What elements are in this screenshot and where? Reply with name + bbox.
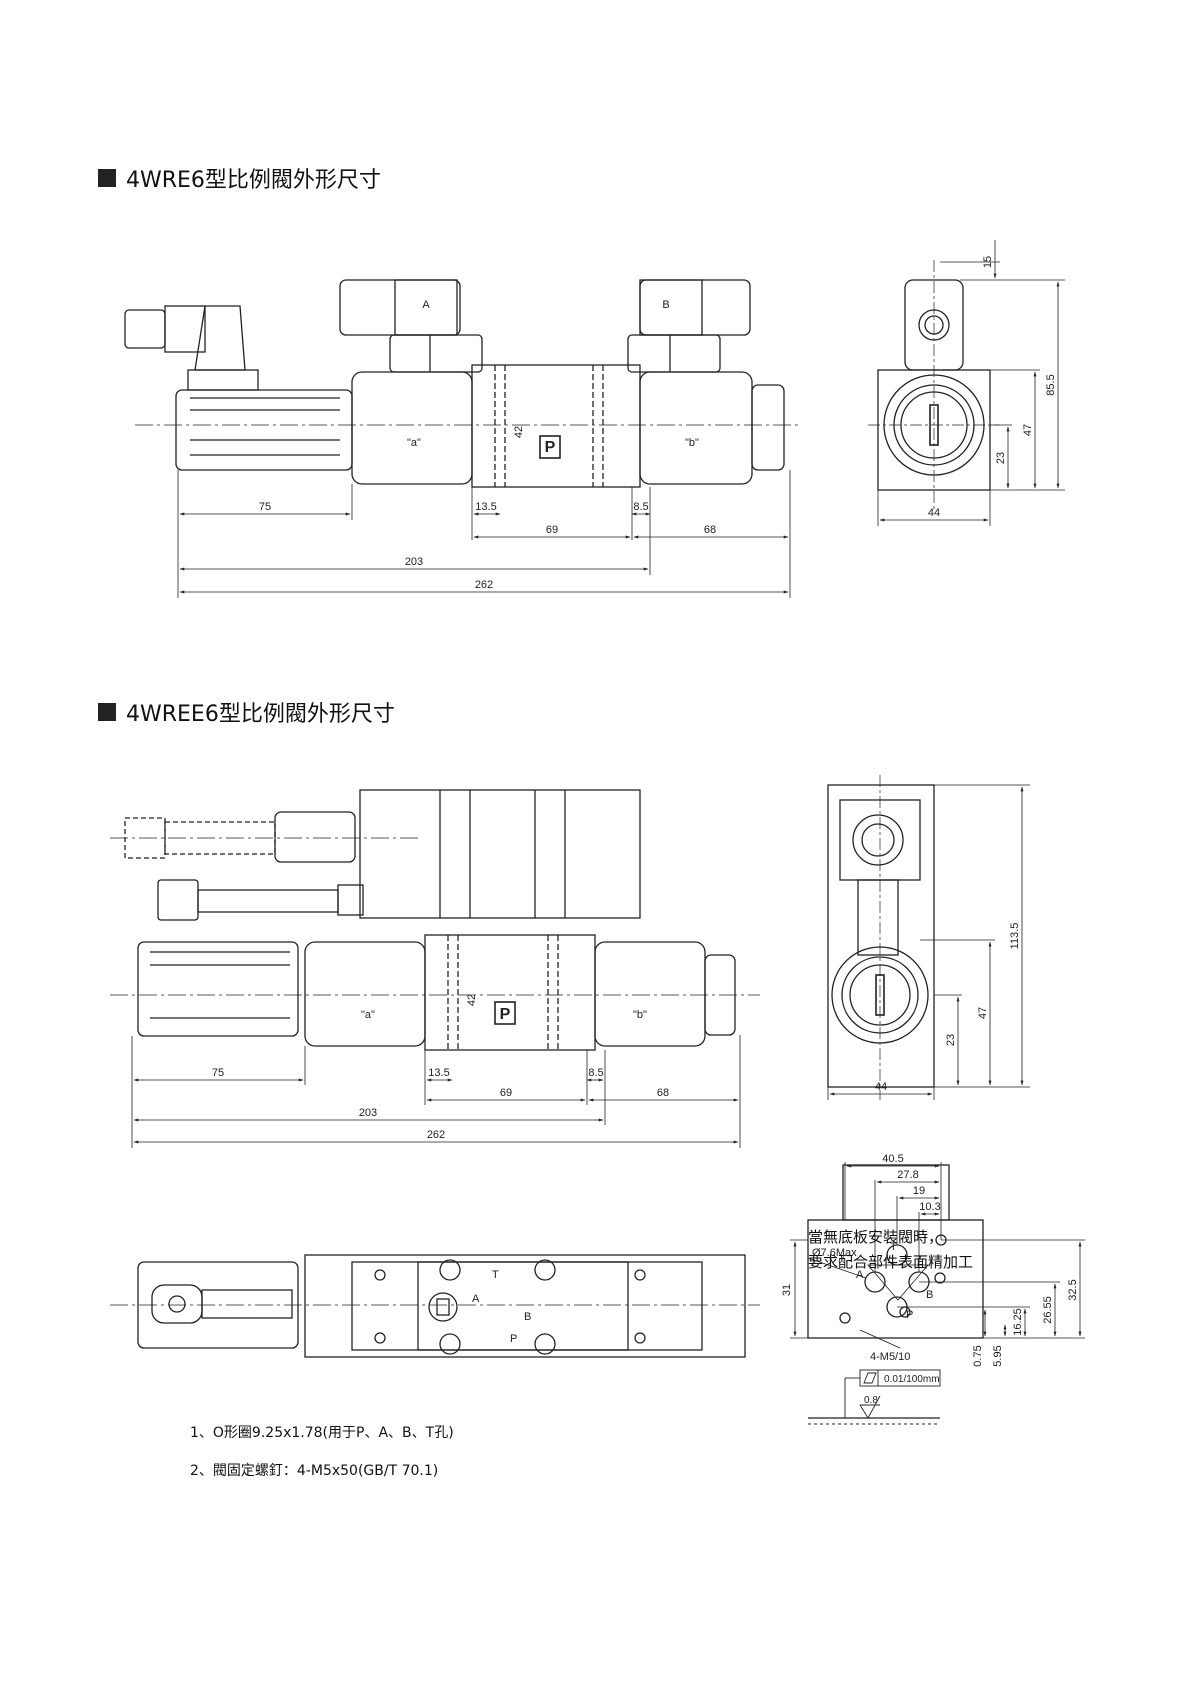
section-title-text: 4WREE6型比例閥外形尺寸 (126, 702, 395, 727)
wre6-dimension-lines (177, 470, 791, 598)
solenoid-label-a: "a" (361, 1009, 375, 1021)
dim-203: 203 (405, 556, 423, 568)
dim-262: 262 (427, 1129, 445, 1141)
solenoid-label-b: "b" (685, 437, 699, 449)
dim-262: 262 (475, 579, 493, 591)
mount-dim-16-25: 16.25 (1012, 1308, 1024, 1336)
mount-port-b: B (926, 1289, 933, 1301)
side-dim-44: 44 (928, 507, 940, 519)
coil-label-b: B (662, 299, 669, 311)
flatness-symbol (808, 1369, 941, 1425)
wree6-side-dimensions (827, 784, 1030, 1100)
side-dim-47: 47 (1022, 424, 1034, 436)
mount-dim-10-3: 10.3 (919, 1201, 940, 1213)
port-b: B (524, 1311, 531, 1323)
wree6-dimension-lines (131, 1035, 741, 1148)
brand-p-label: P (500, 1006, 511, 1023)
dim-203: 203 (359, 1107, 377, 1119)
dim-42: 42 (513, 426, 525, 438)
side-dim-44: 44 (875, 1081, 887, 1093)
dim-75: 75 (259, 501, 271, 513)
flatness-value: 0.01/100mm (884, 1374, 940, 1385)
mount-dim-27-8: 27.8 (897, 1169, 918, 1181)
wre6-side-view (868, 260, 1000, 510)
side-dim-15: 15 (982, 256, 994, 268)
mount-dimension-lines (790, 1162, 1085, 1349)
side-dim-113-5: 113.5 (1009, 923, 1021, 950)
dim-69: 69 (546, 524, 558, 536)
mount-hole-dim: Ø7.6Max (812, 1247, 857, 1259)
port-a: A (472, 1293, 480, 1305)
note-2: 2、閥固定螺釘：4-M5x50(GB/T 70.1) (190, 1463, 439, 1479)
dim-68: 68 (704, 524, 716, 536)
side-dim-47: 47 (977, 1007, 989, 1019)
mount-port-a: A (856, 1269, 864, 1281)
coil-label-a: A (422, 299, 430, 311)
section-title-wre6: 4WRE6型比例閥外形尺寸 (98, 162, 381, 194)
dim-68: 68 (657, 1087, 669, 1099)
mount-dim-26-55: 26.55 (1042, 1296, 1054, 1324)
port-p: P (510, 1333, 517, 1345)
mount-dim-32-5: 32.5 (1067, 1279, 1079, 1300)
dim-69: 69 (500, 1087, 512, 1099)
mount-dim-0-75: 0.75 (972, 1345, 984, 1366)
side-dim-23: 23 (945, 1034, 957, 1046)
section-title-wree6: 4WREE6型比例閥外形尺寸 (98, 696, 395, 728)
wree6-side-view (827, 775, 935, 1100)
mount-port-p: P (906, 1309, 913, 1321)
square-bullet-icon (98, 169, 116, 187)
solenoid-label-a: "a" (407, 437, 421, 449)
dim-8-5: 8.5 (588, 1067, 603, 1079)
mount-dim-31: 31 (781, 1284, 793, 1296)
wre6-side-dimensions (877, 240, 1065, 526)
wree6-front-view (110, 789, 760, 1051)
solenoid-label-b: "b" (633, 1009, 647, 1021)
roughness-value: 0.8 (864, 1395, 878, 1406)
wre6-front-view (124, 279, 800, 488)
port-t: T (492, 1269, 499, 1281)
side-dim-85-5: 85.5 (1045, 374, 1057, 395)
caption-line-1: 當無底板安裝閥時， (808, 1228, 944, 1246)
dim-8-5: 8.5 (633, 501, 648, 513)
mount-dim-5-95: 5.95 (992, 1345, 1004, 1366)
side-dim-23: 23 (995, 452, 1007, 464)
dim-13-5: 13.5 (428, 1067, 449, 1079)
mounting-caption: 當無底板安裝閥時， 要求配合部件表面精加工 (808, 1225, 973, 1275)
mount-screw-dim: 4-M5/10 (870, 1351, 910, 1363)
caption-line-2: 要求配合部件表面精加工 (808, 1253, 974, 1271)
brand-p-label: P (545, 439, 556, 456)
section-title-text: 4WRE6型比例閥外形尺寸 (126, 168, 381, 193)
dim-75: 75 (212, 1067, 224, 1079)
bottom-view (110, 1254, 760, 1358)
mount-dim-40-5: 40.5 (882, 1153, 903, 1165)
square-bullet-icon (98, 703, 116, 721)
dim-42: 42 (466, 994, 478, 1006)
mount-dim-19: 19 (913, 1185, 925, 1197)
note-1: 1、O形圈9.25x1.78(用于P、A、B、T孔) (190, 1425, 454, 1441)
mount-port-t: T (890, 1241, 897, 1253)
dim-13-5: 13.5 (475, 501, 496, 513)
